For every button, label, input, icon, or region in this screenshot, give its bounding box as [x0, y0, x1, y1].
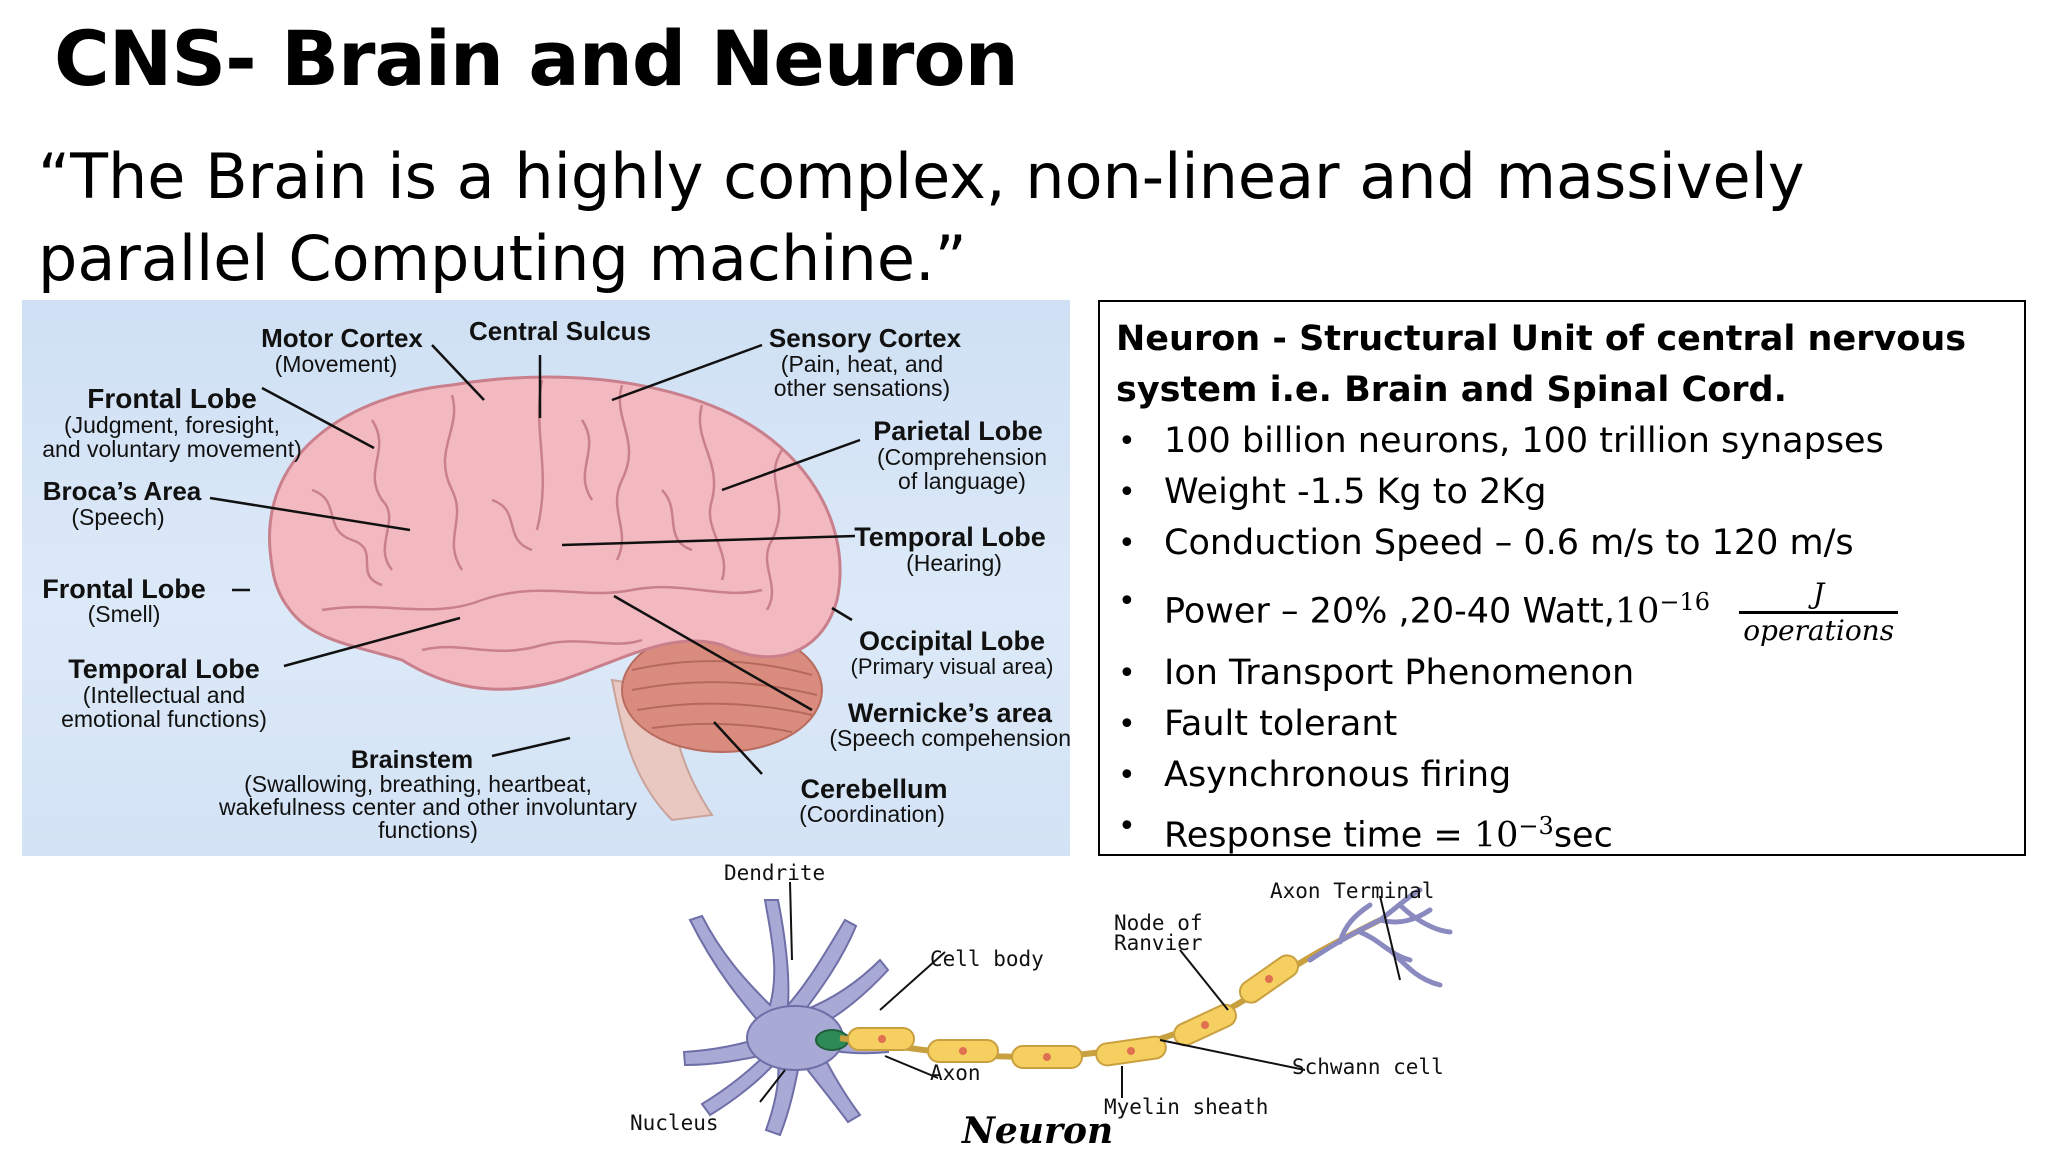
label-node-of: Node of	[1114, 911, 1203, 935]
desc-temporal-lobe-intellect-1: (Intellectual and	[83, 682, 245, 708]
facts-heading-2: system i.e. Brain and Spinal Cord.	[1116, 370, 1787, 410]
slide-title: CNS- Brain and Neuron	[54, 14, 1019, 103]
label-frontal-lobe-smell: Frontal Lobe	[42, 574, 206, 604]
desc-occipital-lobe: (Primary visual area)	[851, 654, 1054, 679]
desc-brainstem-1: (Swallowing, breathing, heartbeat,	[244, 771, 592, 797]
desc-parietal-lobe-2: of language)	[898, 468, 1026, 494]
label-temporal-lobe-intellect: Temporal Lobe	[68, 654, 260, 684]
neuron-axon	[839, 917, 1382, 1060]
fact-conduction-speed: Conduction Speed – 0.6 m/s to 120 m/s	[1116, 518, 2008, 569]
desc-brainstem-3: functions)	[378, 817, 478, 843]
neuron-caption: Neuron	[962, 1110, 1114, 1152]
label-axon: Axon	[930, 1061, 981, 1085]
fact-power-fraction: J operations	[1739, 577, 1899, 648]
fact-power-base: 10	[1614, 591, 1660, 632]
label-motor-cortex: Motor Cortex	[261, 323, 423, 353]
fact-power-text: Power – 20% ,20-40 Watt,	[1164, 591, 1615, 632]
fact-response-unit: sec	[1553, 815, 1613, 856]
label-nucleus: Nucleus	[630, 1111, 719, 1135]
desc-brainstem-2: wakefulness center and other involuntary	[218, 794, 638, 820]
desc-temporal-lobe-hearing: (Hearing)	[906, 550, 1002, 576]
fact-fault-tolerant: Fault tolerant	[1116, 699, 2008, 750]
neuron-cell-body	[682, 899, 890, 1137]
label-cell-body: Cell body	[930, 947, 1044, 971]
label-axon-terminal: Axon Terminal	[1270, 879, 1434, 903]
label-parietal-lobe: Parietal Lobe	[873, 416, 1043, 446]
label-sensory-cortex: Sensory Cortex	[769, 323, 962, 353]
facts-list: 100 billion neurons, 100 trillion synaps…	[1116, 416, 2008, 862]
label-wernickes-area: Wernicke’s area	[848, 698, 1053, 728]
cerebellum-folds	[631, 660, 818, 733]
neuron-leader-lines	[759, 881, 1401, 1103]
fact-neuron-count: 100 billion neurons, 100 trillion synaps…	[1116, 416, 2008, 467]
desc-frontal-lobe-1: (Judgment, foresight,	[64, 412, 280, 438]
label-frontal-lobe: Frontal Lobe	[87, 383, 257, 414]
fact-ion-transport: Ion Transport Phenomenon	[1116, 648, 2008, 699]
label-brocas-area: Broca’s Area	[43, 476, 202, 506]
label-myelin-sheath: Myelin sheath	[1104, 1095, 1268, 1119]
axon-terminal	[1307, 887, 1453, 988]
fact-weight: Weight -1.5 Kg to 2Kg	[1116, 467, 2008, 518]
label-cerebellum: Cerebellum	[800, 774, 947, 804]
label-temporal-lobe-hearing: Temporal Lobe	[854, 522, 1046, 552]
label-dendrite: Dendrite	[724, 861, 825, 885]
desc-sensory-cortex-1: (Pain, heat, and	[781, 351, 943, 377]
schwann-nuclei	[878, 975, 1273, 1061]
facts-heading-1: Neuron - Structural Unit of central nerv…	[1116, 319, 1967, 359]
fact-response-exp: −3	[1518, 812, 1554, 841]
fact-response-base: 10	[1473, 815, 1519, 856]
neuron-facts-box: Neuron - Structural Unit of central nerv…	[1098, 300, 2026, 856]
fact-response-text: Response time =	[1164, 815, 1474, 856]
desc-brocas-area: (Speech)	[71, 504, 164, 530]
fact-async-firing: Asynchronous firing	[1116, 750, 2008, 801]
fraction-denominator: operations	[1743, 614, 1895, 648]
desc-motor-cortex: (Movement)	[275, 351, 398, 377]
label-ranvier: Ranvier	[1114, 931, 1203, 955]
leader-lines	[209, 343, 861, 775]
label-central-sulcus: Central Sulcus	[469, 316, 651, 346]
cortex-shape	[268, 375, 842, 691]
brain-diagram: Motor Cortex (Movement) Central Sulcus S…	[22, 300, 1070, 856]
desc-frontal-lobe-smell: (Smell)	[88, 601, 161, 627]
fraction-numerator: J	[1739, 577, 1899, 615]
desc-sensory-cortex-2: other sensations)	[774, 375, 950, 401]
desc-temporal-lobe-intellect-2: emotional functions)	[61, 706, 267, 732]
desc-parietal-lobe-1: (Comprehension	[877, 444, 1047, 470]
fact-power-exp: −16	[1659, 588, 1711, 616]
brain-quote: “The Brain is a highly complex, non-line…	[38, 140, 1805, 295]
brain-illustration: Motor Cortex (Movement) Central Sulcus S…	[42, 316, 1070, 843]
cortex-folds	[311, 379, 784, 652]
desc-frontal-lobe-2: and voluntary movement)	[42, 436, 302, 462]
desc-wernickes-area: (Speech compehension)	[829, 725, 1070, 751]
desc-cerebellum: (Coordination)	[799, 801, 945, 827]
neuron-illustration: Dendrite Cell body Node of Ranvier Axon …	[630, 861, 1453, 1137]
label-schwann-cell: Schwann cell	[1292, 1055, 1444, 1079]
fact-power: Power – 20% ,20-40 Watt,10−16 J operatio…	[1116, 569, 2008, 648]
label-brainstem: Brainstem	[351, 746, 473, 774]
fact-response-time: Response time = 10−3sec	[1116, 801, 2008, 862]
label-occipital-lobe: Occipital Lobe	[859, 626, 1045, 656]
